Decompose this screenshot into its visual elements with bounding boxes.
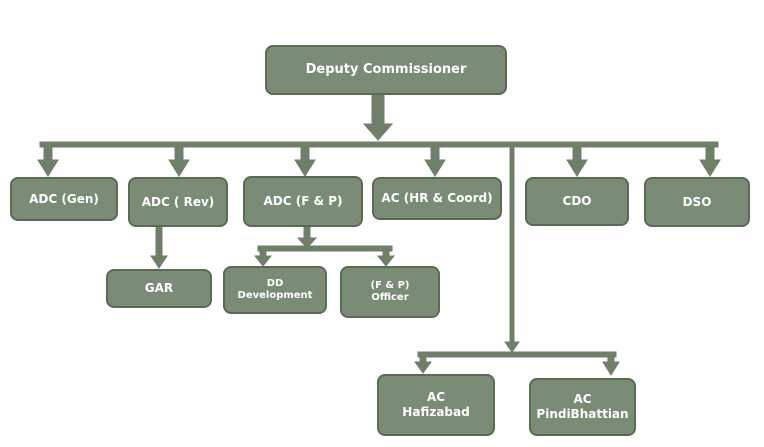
- node-label-line2: PindiBhattian: [536, 407, 629, 421]
- node-deputy-commissioner: Deputy Commissioner: [265, 45, 507, 95]
- node-ac-pindibhattian: AC PindiBhattian: [529, 378, 636, 436]
- node-fp-officer: (F & P) Officer: [340, 266, 440, 318]
- node-label: ADC ( Rev): [141, 194, 215, 209]
- node-dd-development: DD Development: [223, 266, 327, 314]
- node-label: ADC (F & P): [263, 194, 343, 208]
- node-label-line2: Officer: [371, 292, 409, 303]
- node-ac-hr-coord: AC (HR & Coord): [372, 177, 502, 220]
- trunk-arrow-head: [362, 123, 394, 141]
- main-bus: [39, 141, 719, 148]
- node-label: CDO: [562, 194, 592, 208]
- node-dso: DSO: [644, 177, 750, 227]
- node-ac-hafizabad: AC Hafizabad: [377, 374, 495, 436]
- node-label: GAR: [144, 281, 174, 295]
- node-label-line1: AC: [573, 392, 592, 406]
- node-gar: GAR: [106, 269, 212, 308]
- node-label-line2: Hafizabad: [402, 405, 470, 419]
- node-label-line1: AC: [426, 390, 446, 404]
- node-label: Deputy Commissioner: [305, 61, 467, 77]
- node-adc-rev: ADC ( Rev): [128, 177, 228, 227]
- node-label: ADC (Gen): [29, 191, 99, 206]
- node-label-line1: DD: [266, 277, 284, 289]
- node-label: DSO: [682, 194, 712, 209]
- node-adc-fp: ADC (F & P): [243, 176, 363, 227]
- node-cdo: CDO: [525, 177, 629, 226]
- node-label-line2: Development: [237, 290, 313, 301]
- node-adc-gen: ADC (Gen): [10, 177, 118, 221]
- node-label: AC (HR & Coord): [381, 191, 493, 205]
- trunk-arrow-shaft: [371, 94, 385, 126]
- node-label-line1: (F & P): [370, 279, 410, 291]
